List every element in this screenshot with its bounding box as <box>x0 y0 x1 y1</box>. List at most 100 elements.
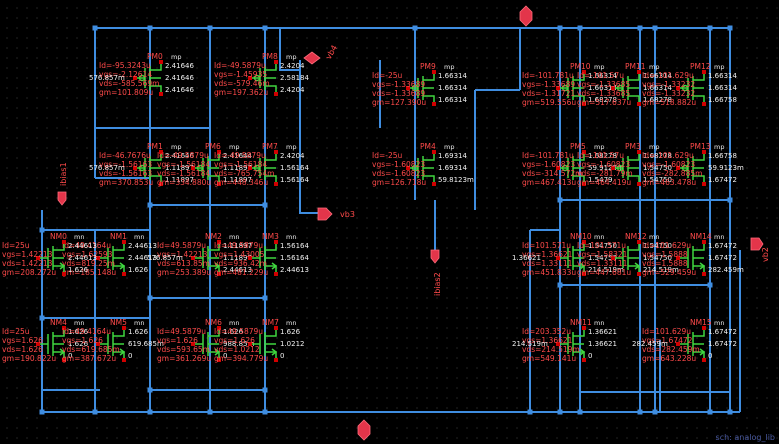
vb4-label: vb4 <box>324 44 339 61</box>
op-annotation: gm=197.362u <box>214 88 268 97</box>
node-voltage-source: 1.68278 <box>588 96 617 104</box>
wire-junction <box>577 25 583 31</box>
device-name: NM4 <box>50 318 67 327</box>
pmos-bubble <box>138 74 146 82</box>
gate-pin <box>36 342 40 346</box>
op-annotation: vgs=1.626 <box>214 336 255 345</box>
wire-junction <box>577 409 583 415</box>
wire-junction <box>557 197 563 203</box>
op-annotation: gm=451.833u <box>522 268 576 277</box>
nmos-arrow <box>271 348 278 356</box>
channel <box>572 328 585 360</box>
node-voltage-source: 2.41646 <box>165 86 194 94</box>
channel <box>692 328 705 360</box>
op-annotation: gm=361.269u <box>157 354 211 363</box>
vb4-port[interactable]: vb4 <box>303 44 339 65</box>
pmos-bubble <box>411 164 419 172</box>
op-annotation: Id=101.571u <box>522 241 571 250</box>
status-footer: sch: analog_lib <box>715 433 775 442</box>
op-annotation: vgs=1.58321 <box>577 250 628 259</box>
op-annotation: gm=208.272u <box>2 268 56 277</box>
nmos-arrow <box>634 262 641 270</box>
source-pin <box>217 182 221 186</box>
channel <box>112 328 125 360</box>
device-name: NM12 <box>625 232 647 241</box>
vb2-port[interactable]: vb2 <box>750 237 770 262</box>
gate-pin <box>248 166 252 170</box>
device-type: mn <box>286 233 296 241</box>
device-type: mp <box>286 53 296 61</box>
node-voltage-drain: 2.41644 <box>223 152 252 160</box>
ibias1-port[interactable]: ibias1 <box>57 162 68 206</box>
vb3-port[interactable]: vb3 <box>317 207 355 221</box>
node-voltage-drain: 1.66314 <box>438 72 467 80</box>
node-voltage-drain: 2.4204 <box>280 152 305 160</box>
node-voltage-right: 1.11897 <box>223 164 252 172</box>
device-name: NM6 <box>205 318 222 327</box>
source-pin <box>274 358 278 362</box>
drain-pin <box>217 150 221 154</box>
drain-pin <box>274 150 278 154</box>
wire-junction <box>637 25 643 31</box>
device-name: PM1 <box>147 142 163 151</box>
wire-junction <box>207 25 213 31</box>
node-voltage-drain: 1.67472 <box>708 242 737 250</box>
op-annotation: vds=1.5888 <box>642 259 688 268</box>
device-type: mn <box>286 319 296 327</box>
channel <box>692 152 705 184</box>
op-annotation: gm=643.228u <box>642 354 696 363</box>
op-annotation: vds=1.626 <box>2 345 43 354</box>
device-type: mp <box>594 143 604 151</box>
device-type: mn <box>229 233 239 241</box>
op-annotation: gm=467.413u <box>522 178 576 187</box>
device-name: NM2 <box>205 232 222 241</box>
node-voltage-right: 1.66314 <box>643 84 672 92</box>
op-annotation: vgs=-1.56184 <box>157 160 210 169</box>
source-pin <box>637 272 641 276</box>
vdd-port[interactable] <box>519 5 533 27</box>
gate-pin <box>191 166 195 170</box>
node-voltage-source: 1.626 <box>68 266 89 274</box>
node-voltage-source: 214.519m <box>643 266 679 274</box>
device-type: mn <box>594 233 604 241</box>
wire-junction <box>637 409 643 415</box>
node-voltage-left: 214.519m <box>512 340 548 348</box>
wire-junction <box>207 409 213 415</box>
node-voltage-right: 1.626 <box>68 340 89 348</box>
channel <box>207 152 220 184</box>
node-voltage-source: 1.626 <box>128 266 149 274</box>
source-pin <box>582 102 586 106</box>
node-voltage-left: 282.459m <box>632 340 668 348</box>
node-voltage-right: 1.56164 <box>280 254 309 262</box>
drain-pin <box>217 326 221 330</box>
ibias2-port[interactable]: ibias2 <box>430 249 442 296</box>
gnd-port[interactable] <box>357 419 371 441</box>
